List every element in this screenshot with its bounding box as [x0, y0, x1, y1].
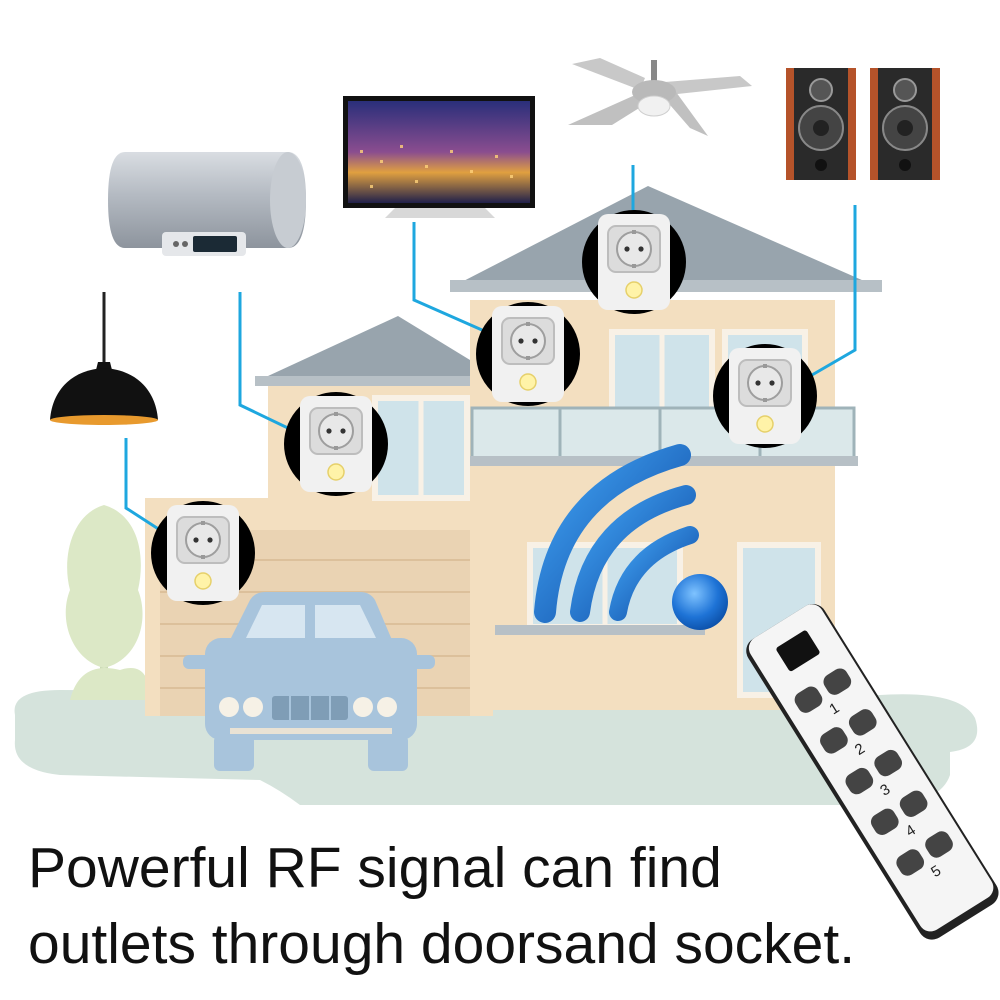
signal-ball	[672, 574, 728, 630]
caption-line-2: outlets through doorsand socket.	[28, 912, 856, 976]
pendant-lamp-icon	[50, 292, 158, 425]
socket-icon	[581, 209, 687, 315]
socket-icon	[712, 343, 818, 449]
wires	[124, 165, 857, 532]
bush	[70, 668, 150, 700]
remote-control-icon: 1 2 3 4 5	[746, 603, 999, 940]
ceiling-fan-icon	[568, 58, 752, 136]
signal-waves-icon	[534, 444, 699, 623]
tree-icon	[65, 505, 143, 690]
socket-icon	[475, 301, 581, 407]
car-icon	[183, 592, 435, 771]
water-heater-icon	[108, 152, 306, 256]
house-left-wing	[255, 316, 507, 505]
socket-icon	[150, 500, 256, 606]
speakers-icon	[786, 68, 940, 180]
caption-line-1: Powerful RF signal can find	[28, 836, 722, 900]
socket-icon	[283, 391, 389, 497]
tv-icon	[343, 96, 535, 218]
